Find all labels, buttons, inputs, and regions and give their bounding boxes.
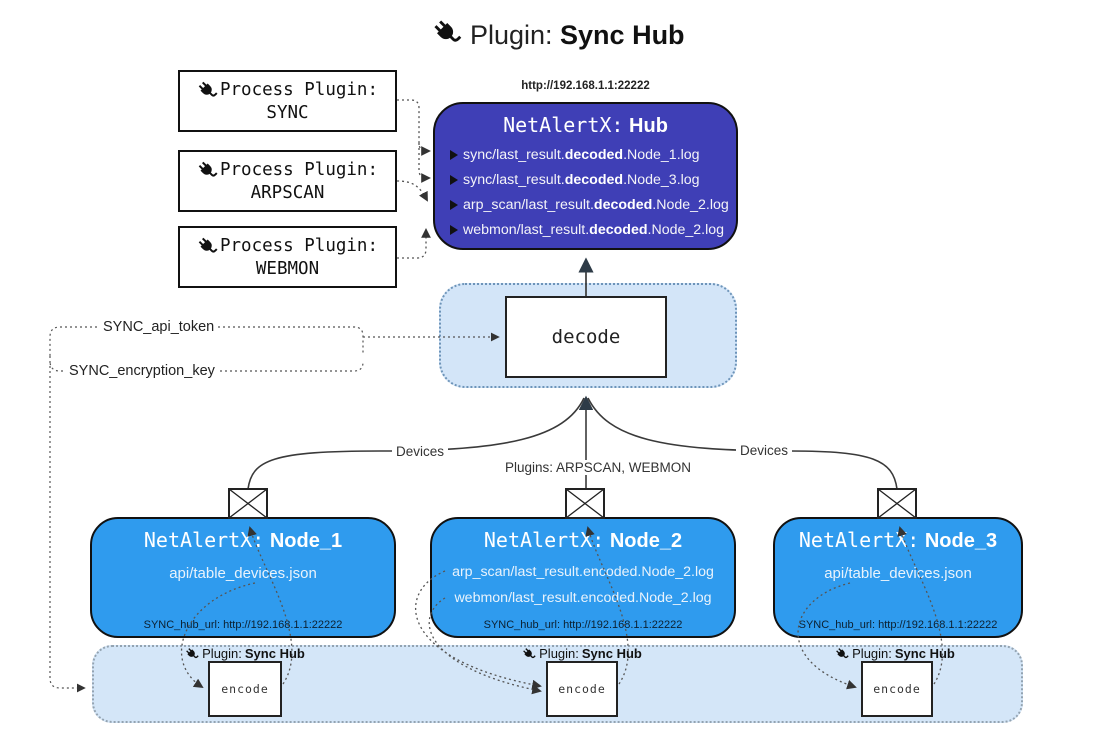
- node-file-line: arp_scan/last_result.encoded.Node_2.log: [452, 564, 714, 580]
- devices-label-left: Devices: [392, 444, 449, 459]
- node-box-3: NetAlertX: Node_3 api/table_devices.json…: [773, 517, 1023, 638]
- encode-box: encode: [208, 661, 282, 717]
- encode-box: encode: [861, 661, 933, 717]
- plug-icon: [197, 160, 218, 181]
- edge-sync-to-hub-line2: [418, 143, 431, 183]
- hub-url-label: http://192.168.1.1:22222: [521, 80, 650, 92]
- node-hub-url: SYNC_hub_url: http://192.168.1.1:22222: [143, 619, 343, 631]
- node-title: NetAlertX: Node_2: [483, 528, 683, 552]
- process-plugin-box-sync: Process Plugin: SYNC: [178, 70, 397, 132]
- edge-keys-to-encode-panel: [49, 356, 86, 693]
- node-hub-url: SYNC_hub_url: http://192.168.1.1:22222: [483, 619, 683, 631]
- process-plugin-label: Process Plugin:: [219, 236, 379, 256]
- hub-log-line: arp_scan/last_result.decoded.Node_2.log: [450, 193, 736, 218]
- node-file-line: webmon/last_result.encoded.Node_2.log: [454, 590, 712, 606]
- node-file-line: api/table_devices.json: [169, 565, 317, 582]
- title-bold: Sync Hub: [560, 20, 685, 50]
- plug-icon: [197, 80, 218, 101]
- process-plugin-name: SYNC: [266, 102, 309, 123]
- edge-webmon-to-hub-line4: [397, 228, 431, 259]
- sync-api-token-label: SYNC_api_token: [100, 319, 218, 335]
- envelope-icon: [877, 488, 917, 519]
- node-title: NetAlertX: Node_1: [143, 528, 343, 552]
- plugin-sync-hub-label: Plugin:Sync Hub: [835, 646, 955, 661]
- edge-encryption-key-right: [220, 361, 364, 372]
- hub-title-prefix: NetAlertX:: [503, 113, 624, 137]
- devices-label-right: Devices: [736, 443, 793, 458]
- plug-icon: [185, 647, 199, 661]
- process-plugin-label: Process Plugin:: [219, 80, 379, 100]
- edge-api-token-left: [49, 326, 102, 356]
- node-hub-url: SYNC_hub_url: http://192.168.1.1:22222: [798, 619, 998, 631]
- hub-box: NetAlertX: Hub sync/last_result.decoded.…: [433, 102, 738, 250]
- hub-log-line: sync/last_result.decoded.Node_1.log: [450, 143, 736, 168]
- hub-log-line: sync/last_result.decoded.Node_3.log: [450, 168, 736, 193]
- process-plugin-name: ARPSCAN: [250, 182, 325, 203]
- sync-encryption-key-label: SYNC_encryption_key: [66, 363, 218, 379]
- plug-icon: [522, 647, 536, 661]
- hub-title-bold: Hub: [629, 115, 668, 137]
- edge-sync-to-hub-line1: [397, 99, 431, 156]
- node-box-1: NetAlertX: Node_1 api/table_devices.json…: [90, 517, 396, 638]
- plugin-sync-hub-label: Plugin:Sync Hub: [522, 646, 642, 661]
- edge-arpscan-to-hub-line3: [396, 180, 428, 202]
- plugin-sync-hub-label: Plugin:Sync Hub: [185, 646, 305, 661]
- envelope-icon: [228, 488, 268, 519]
- plug-icon: [835, 647, 849, 661]
- node-box-2: NetAlertX: Node_2 arp_scan/last_result.e…: [430, 517, 736, 638]
- envelope-icon: [565, 488, 605, 519]
- plugins-label-center: Plugins: ARPSCAN, WEBMON: [501, 460, 691, 475]
- node-title: NetAlertX: Node_3: [798, 528, 998, 552]
- decode-box: decode: [505, 296, 667, 378]
- process-plugin-box-webmon: Process Plugin: WEBMON: [178, 226, 397, 288]
- hub-log-line: webmon/last_result.decoded.Node_2.log: [450, 218, 736, 243]
- process-plugin-label: Process Plugin:: [219, 160, 379, 180]
- encode-box: encode: [546, 661, 618, 717]
- process-plugin-name: WEBMON: [255, 258, 320, 279]
- hub-title: NetAlertX: Hub: [435, 104, 736, 138]
- plug-icon: [197, 236, 218, 257]
- title-prefix: Plugin:: [469, 20, 553, 50]
- node-file-line: api/table_devices.json: [824, 565, 972, 582]
- plug-icon: [432, 18, 462, 48]
- page-title: Plugin: Sync Hub: [0, 18, 1117, 51]
- edge-api-token-right: [213, 326, 364, 355]
- process-plugin-box-arpscan: Process Plugin: ARPSCAN: [178, 150, 397, 212]
